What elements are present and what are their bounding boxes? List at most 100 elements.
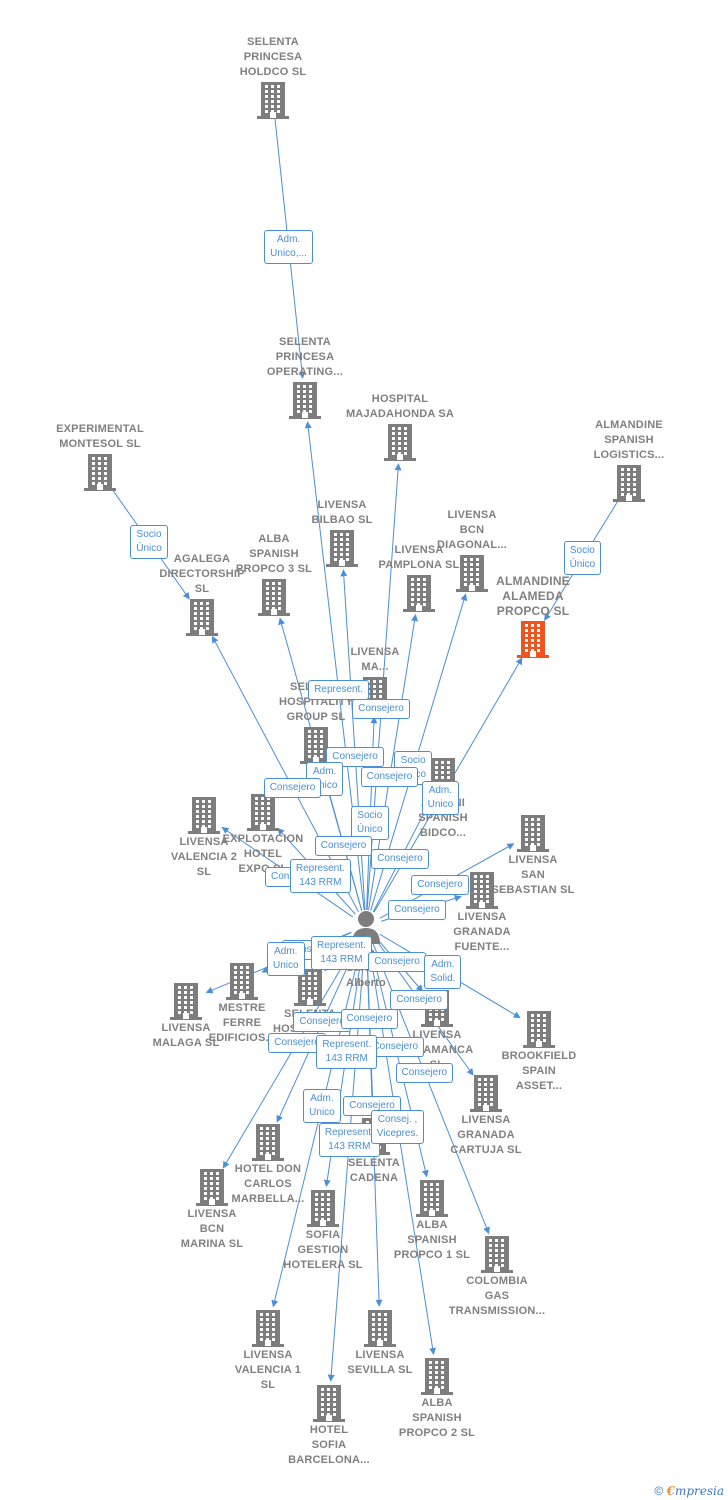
relationship-label[interactable]: Consejero: [326, 746, 384, 767]
building-icon[interactable]: [194, 1169, 230, 1207]
relationship-label[interactable]: Consejero: [314, 835, 373, 856]
node-label[interactable]: ALMANDINE ALAMEDA PROPCO SL: [496, 574, 570, 618]
node-label[interactable]: LIVENSA SEVILLA SL: [347, 1349, 413, 1376]
relationship-label[interactable]: Consejero: [340, 1009, 399, 1030]
building-icon[interactable]: [186, 797, 222, 835]
building-icon[interactable]: [419, 1358, 455, 1396]
empresia-logo[interactable]: €mpresia: [666, 1484, 724, 1498]
node-label[interactable]: EXPLOTACION HOTEL EXPO SL: [222, 833, 304, 875]
company-node[interactable]: LIVENSA BCN MARINA SL: [142, 1169, 282, 1254]
company-node[interactable]: SELENTA PRINCESA OPERATING...: [235, 335, 375, 420]
node-label[interactable]: SOFIA GESTION HOTELERA SL: [283, 1229, 363, 1271]
node-label[interactable]: SELENTA CADENA: [348, 1157, 400, 1184]
relationship-label[interactable]: Consejero: [360, 767, 419, 788]
node-label[interactable]: LIVENSA MALAGA SL: [152, 1022, 220, 1049]
relationship-label[interactable]: Adm. Unico: [421, 780, 460, 815]
node-label[interactable]: LIVENSA BILBAO SL: [311, 499, 373, 526]
relationship-label[interactable]: Socio Único: [130, 525, 168, 560]
relationship-label[interactable]: Consejero: [263, 777, 322, 798]
node-label[interactable]: LIVENSA VALENCIA 1 SL: [234, 1349, 302, 1391]
node-label[interactable]: ALMANDINE SPANISH LOGISTICS...: [593, 419, 665, 461]
relationship-label[interactable]: Socio Único: [563, 541, 602, 576]
node-label[interactable]: LIVENSA SAN SEBASTIAN SL: [491, 854, 575, 896]
company-node[interactable]: LIVENSA BILBAO SL: [272, 498, 412, 568]
relationship-label[interactable]: Represent. 143 RRM: [289, 858, 351, 893]
company-node[interactable]: ALMANDINE SPANISH LOGISTICS...: [559, 418, 699, 503]
building-icon[interactable]: [250, 1310, 286, 1348]
building-icon[interactable]: [250, 1124, 286, 1162]
node-label[interactable]: SELENTA PRINCESA HOLDCO SL: [239, 36, 307, 78]
relationship-label[interactable]: Socio Único: [351, 806, 389, 841]
building-icon[interactable]: [362, 1310, 398, 1348]
relationship-label[interactable]: Consejero: [366, 1037, 425, 1058]
company-node[interactable]: EXPERIMENTAL MONTESOL SL: [30, 422, 170, 492]
company-node[interactable]: LIVENSA GRANADA CARTUJA SL: [416, 1075, 556, 1160]
relationship-label[interactable]: Consejero: [390, 990, 448, 1011]
company-node[interactable]: COLOMBIA GAS TRANSMISSION...: [427, 1236, 567, 1321]
node-label[interactable]: ALBA SPANISH PROPCO 2 SL: [398, 1397, 476, 1439]
relationship-label[interactable]: Consejero: [352, 699, 410, 720]
building-icon[interactable]: [255, 82, 291, 120]
node-label[interactable]: LIVENSA GRANADA CARTUJA SL: [450, 1114, 522, 1156]
node-label[interactable]: HOSPITAL MAJADAHONDA SA: [345, 393, 455, 420]
building-icon[interactable]: [168, 983, 204, 1021]
company-node[interactable]: LIVENSA VALENCIA 1 SL: [198, 1310, 338, 1395]
company-node[interactable]: LIVENSA MALAGA SL: [116, 983, 256, 1053]
building-icon[interactable]: [414, 1180, 450, 1218]
relationship-label[interactable]: Consej. , Vicepres.: [370, 1110, 425, 1145]
relationship-label[interactable]: Adm. Solid.: [424, 954, 462, 989]
building-icon[interactable]: [311, 1385, 347, 1423]
building-icon[interactable]: [479, 1236, 515, 1274]
building-icon[interactable]: [611, 465, 647, 503]
building-icon[interactable]: [245, 794, 281, 832]
company-node[interactable]: AGALEGA DIRECTORSHIP SL: [132, 552, 272, 637]
node-label[interactable]: LIVENSA GRANADA FUENTE...: [453, 911, 511, 953]
node-label[interactable]: EXPERIMENTAL MONTESOL SL: [56, 423, 144, 450]
building-icon[interactable]: [515, 621, 551, 659]
building-icon[interactable]: [324, 530, 360, 568]
building-icon[interactable]: [305, 1190, 341, 1228]
building-icon[interactable]: [454, 555, 490, 593]
company-node[interactable]: LIVENSA BCN DIAGONAL...: [402, 508, 542, 593]
relationship-label[interactable]: Represent. 143 RRM: [311, 935, 372, 970]
node-label[interactable]: LIVENSA BCN MARINA SL: [180, 1208, 244, 1250]
company-node[interactable]: MESTRE FERRE EDIFICIOS...: [172, 963, 312, 1048]
company-node[interactable]: EXPLOTACION HOTEL EXPO SL: [193, 794, 333, 879]
relationship-label[interactable]: Adm. Unico,...: [264, 230, 313, 265]
relationship-label[interactable]: Consejero: [388, 900, 446, 921]
building-icon[interactable]: [287, 382, 323, 420]
building-icon[interactable]: [521, 1011, 557, 1049]
building-icon[interactable]: [256, 579, 292, 617]
node-label[interactable]: AGALEGA DIRECTORSHIP SL: [159, 553, 245, 595]
node-label[interactable]: ALBA SPANISH PROPCO 3 SL: [235, 533, 313, 575]
relationship-label[interactable]: Consejero: [411, 874, 469, 895]
company-node[interactable]: LIVENSA PAMPLONA SL: [349, 543, 489, 613]
node-label[interactable]: LIVENSA BCN DIAGONAL...: [436, 509, 508, 551]
node-label[interactable]: COLOMBIA GAS TRANSMISSION...: [448, 1275, 546, 1317]
company-node[interactable]: ALBA SPANISH PROPCO 2 SL: [367, 1358, 507, 1443]
node-label[interactable]: MESTRE FERRE EDIFICIOS...: [208, 1002, 276, 1044]
node-label[interactable]: LIVENSA PAMPLONA SL: [378, 544, 460, 571]
company-node[interactable]: SOFIA GESTION HOTELERA SL: [253, 1190, 393, 1275]
building-icon[interactable]: [82, 454, 118, 492]
company-node[interactable]: HOTEL SOFIA BARCELONA...: [259, 1385, 399, 1470]
node-label[interactable]: LIVENSA VALENCIA 2 SL: [170, 836, 238, 878]
building-icon[interactable]: [401, 575, 437, 613]
company-node[interactable]: ALBA SPANISH PROPCO 1 SL: [362, 1180, 502, 1265]
relationship-label[interactable]: Adm. Unico: [303, 1088, 341, 1123]
company-node[interactable]: LIVENSA SEVILLA SL: [310, 1310, 450, 1380]
company-node[interactable]: HOTEL DON CARLOS MARBELLA...: [198, 1124, 338, 1209]
node-label[interactable]: HOTEL DON CARLOS MARBELLA...: [231, 1163, 305, 1205]
node-label[interactable]: SELENTA PRINCESA OPERATING...: [266, 336, 344, 378]
company-node[interactable]: LIVENSA VALENCIA 2 SL: [134, 797, 274, 882]
building-icon[interactable]: [515, 815, 551, 853]
building-icon[interactable]: [224, 963, 260, 1001]
company-node[interactable]: LIVENSA SAN SEBASTIAN SL: [463, 815, 603, 900]
building-icon[interactable]: [464, 872, 500, 910]
company-node[interactable]: ALMANDINE ALAMEDA PROPCO SL: [463, 574, 603, 659]
relationship-label[interactable]: Consejero: [371, 849, 429, 870]
relationship-label[interactable]: Represent. 143 RRM: [316, 1034, 378, 1069]
node-label[interactable]: ALBA SPANISH PROPCO 1 SL: [393, 1219, 471, 1261]
company-node[interactable]: SELENTA PRINCESA HOLDCO SL: [203, 35, 343, 120]
node-label[interactable]: HOTEL SOFIA BARCELONA...: [288, 1424, 370, 1466]
